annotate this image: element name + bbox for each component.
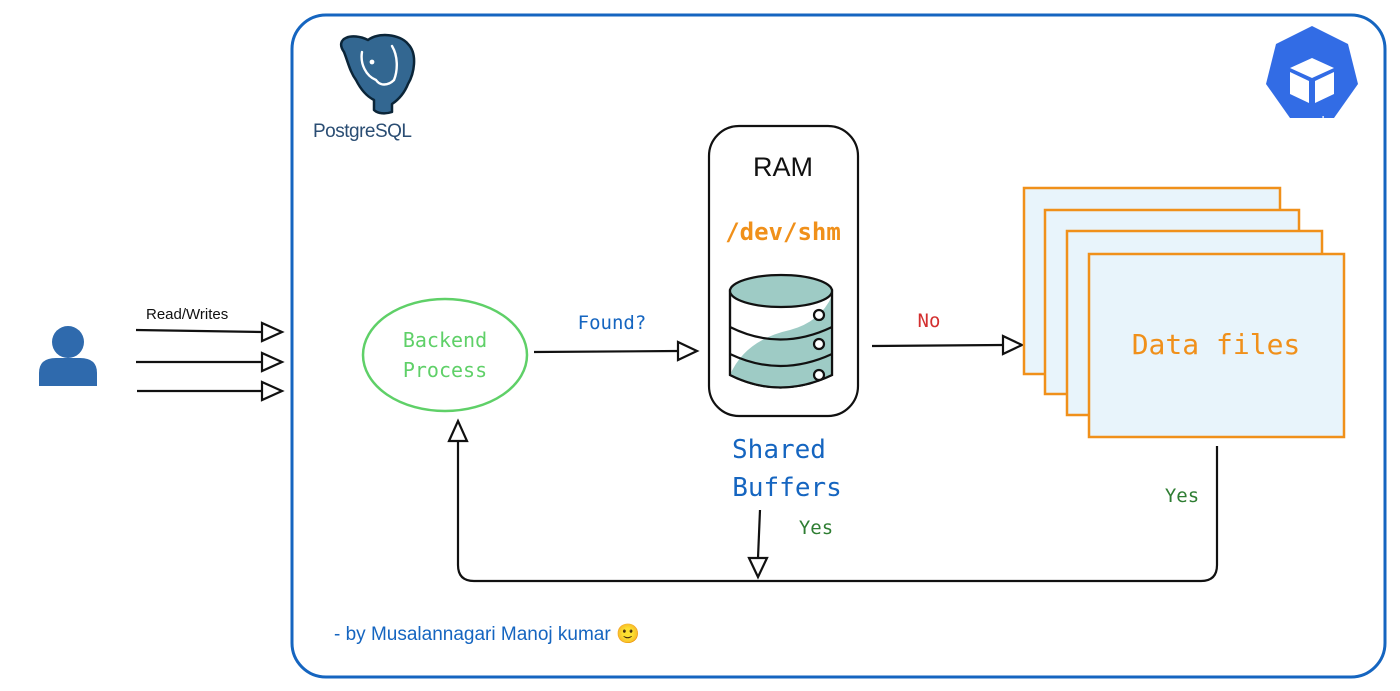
yes-from-buffers-label: Yes (799, 517, 833, 539)
shm-path-label: /dev/shm (725, 218, 841, 246)
author-credit: - by Musalannagari Manoj kumar 🙂 (334, 623, 640, 645)
pod-label: pod (1301, 113, 1324, 129)
shared-buffers-line2: Buffers (732, 473, 842, 503)
pod-icon (1266, 26, 1358, 118)
database-icon (728, 273, 834, 389)
user-icon (39, 326, 97, 386)
shared-buffers-line1: Shared (732, 435, 826, 465)
yes-return-path (447, 418, 1219, 583)
yes-from-files-label: Yes (1165, 485, 1199, 507)
data-files-label: Data files (1132, 328, 1301, 361)
postgresql-elephant-icon (340, 33, 416, 115)
backend-label-line2: Process (403, 358, 487, 382)
postgresql-logo-label: PostgreSQL (313, 121, 412, 142)
backend-process-node (361, 297, 529, 413)
no-arrow (871, 334, 1025, 356)
read-writes-arrows (135, 321, 285, 402)
data-files-node (1022, 186, 1346, 439)
ram-title: RAM (753, 152, 813, 182)
no-label: No (918, 310, 941, 332)
backend-label-line1: Backend (403, 328, 487, 352)
pod-frame (290, 13, 1387, 679)
read-writes-label: Read/Writes (146, 306, 228, 323)
found-label: Found? (578, 312, 647, 334)
found-arrow (533, 340, 700, 362)
yes-buffers-arrow (747, 509, 769, 580)
